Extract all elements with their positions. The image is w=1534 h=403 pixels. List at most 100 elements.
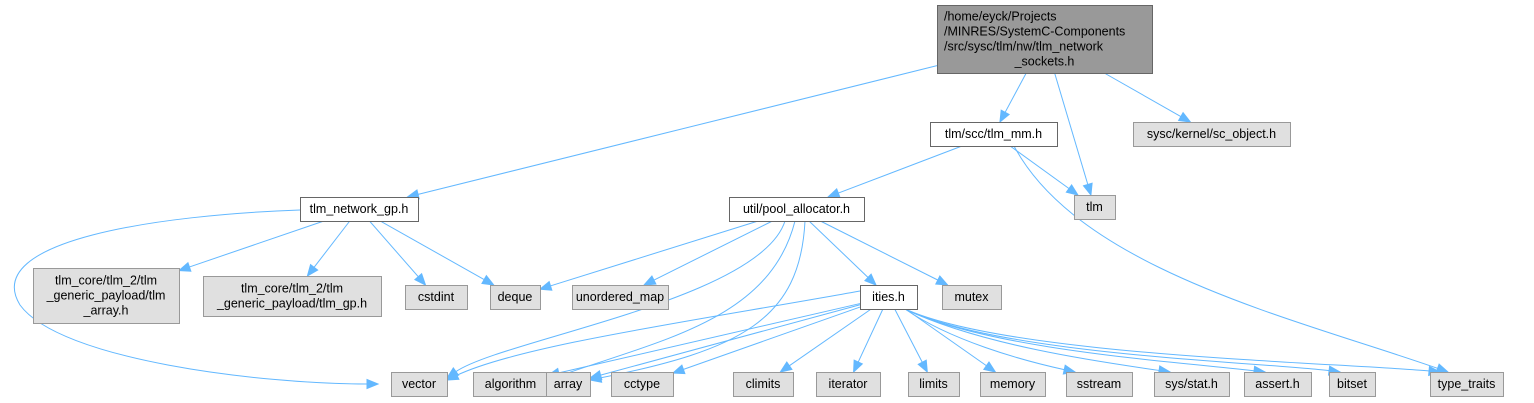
node-box [1244, 372, 1312, 397]
edge-line [188, 220, 325, 268]
node-label: cctype [624, 377, 660, 391]
node-box [733, 372, 794, 397]
node-tlm-network-gp[interactable]: tlm_network_gp.h [300, 197, 419, 222]
edge-line [652, 220, 773, 281]
edge-line [380, 220, 486, 281]
arrowhead-icon [1082, 182, 1093, 197]
edge-ities-to-algorithm [546, 303, 861, 378]
node-climits: climits [733, 372, 794, 397]
edge-line [857, 308, 884, 364]
node-sc-object: sysc/kernel/sc_object.h [1133, 122, 1291, 147]
edge-line [682, 306, 861, 371]
edge-line [455, 290, 861, 377]
node-sys-stat: sys/stat.h [1154, 372, 1230, 397]
node-label: tlm_core/tlm_2/tlm [241, 282, 343, 296]
edge-line [1009, 145, 1071, 190]
edge-root-to-sc_object [1104, 72, 1192, 123]
node-label: bitset [1337, 377, 1367, 391]
arrowhead-icon [671, 364, 686, 375]
node-label: _sockets.h [1014, 55, 1075, 69]
edge-line [599, 220, 806, 379]
node-bitset: bitset [1329, 372, 1376, 397]
arrowhead-icon [445, 370, 460, 381]
node-label: /src/sysc/tlm/nw/tlm_network [944, 40, 1104, 54]
arrowhead-icon [366, 378, 380, 390]
edge-ities-to-iterator [853, 308, 884, 374]
edge-tlm_network_gp-to-vector [13, 209, 380, 390]
edge-ities-to-assert [904, 308, 1267, 376]
node-box [860, 285, 918, 310]
edge-root-to-tlm [1054, 72, 1093, 197]
edge-line [1054, 72, 1089, 186]
node-box [300, 197, 419, 222]
edge-line [557, 220, 796, 378]
node-label: ities.h [872, 290, 905, 304]
arrowhead-icon [588, 369, 603, 381]
edge-ities-to-limits [894, 308, 928, 374]
arrowhead-icon [481, 274, 495, 286]
node-tlm: tlm [1074, 195, 1116, 220]
node-box [729, 197, 865, 222]
edge-ities-to-array [588, 304, 861, 381]
node-limits: limits [908, 372, 960, 397]
node-label: vector [402, 377, 436, 391]
node-box [816, 372, 881, 397]
node-label: iterator [829, 377, 868, 391]
node-label: memory [990, 377, 1036, 391]
node-sstream: sstream [1066, 372, 1133, 397]
edge-line [904, 308, 1331, 372]
node-unordered-map: unordered_map [572, 285, 669, 310]
node-vector: vector [391, 372, 448, 397]
node-cctype: cctype [611, 372, 674, 397]
edge-line [788, 308, 872, 367]
edge-tlm_network_gp-to-tlm_gp [306, 220, 351, 278]
edge-tlm_network_gp-to-tlm_array [177, 220, 325, 272]
edge-line [808, 220, 870, 279]
edge-line [904, 308, 1256, 372]
arrowhead-icon [1065, 184, 1079, 196]
node-box [1329, 372, 1376, 397]
node-box [980, 372, 1046, 397]
node-deque: deque [490, 285, 541, 310]
edge-tlm_mm-to-pool_allocator [826, 145, 963, 198]
node-tlm-mm[interactable]: tlm/scc/tlm_mm.h [930, 122, 1058, 147]
node-tlm-gp: tlm_core/tlm_2/tlm_generic_payload/tlm_g… [203, 276, 382, 317]
nodes-layer: /home/eyck/Projects/MINRES/SystemC-Compo… [33, 5, 1504, 397]
node-box [203, 276, 382, 317]
edge-line [1013, 145, 1439, 370]
edge-pool_allocator-to-deque [538, 220, 759, 291]
arrowhead-icon [538, 280, 553, 291]
edge-pool_allocator-to-unordered_map [642, 220, 773, 286]
node-label: tlm [1086, 200, 1103, 214]
node-box [490, 285, 541, 310]
node-label: tlm/scc/tlm_mm.h [945, 127, 1042, 141]
node-box [1430, 372, 1504, 397]
edge-tlm_network_gp-to-cstdint [369, 220, 427, 286]
edge-ities-to-sys_stat [904, 308, 1172, 376]
node-iterator: iterator [816, 372, 881, 397]
arrowhead-icon [917, 359, 928, 374]
node-label: /MINRES/SystemC-Components [944, 25, 1125, 39]
node-algorithm: algorithm [473, 372, 549, 397]
edge-tlm_network_gp-to-deque [380, 220, 495, 286]
node-cstdint: cstdint [405, 285, 468, 310]
node-box [1074, 195, 1116, 220]
edge-ities-to-climits [779, 308, 872, 373]
arrowhead-icon [853, 359, 864, 374]
node-box [937, 5, 1153, 74]
node-box [405, 285, 468, 310]
node-label: deque [498, 290, 533, 304]
node-pool-allocator[interactable]: util/pool_allocator.h [729, 197, 865, 222]
edge-line [369, 220, 420, 278]
edge-line [416, 65, 938, 196]
node-label: unordered_map [576, 290, 664, 304]
edge-line [904, 308, 1161, 372]
node-ities[interactable]: ities.h [860, 285, 918, 310]
node-root: /home/eyck/Projects/MINRES/SystemC-Compo… [937, 5, 1153, 74]
node-label: mutex [954, 290, 989, 304]
arrowhead-icon [864, 273, 877, 286]
edge-line [894, 308, 924, 364]
arrowhead-icon [306, 263, 319, 278]
edge-line [313, 220, 351, 269]
